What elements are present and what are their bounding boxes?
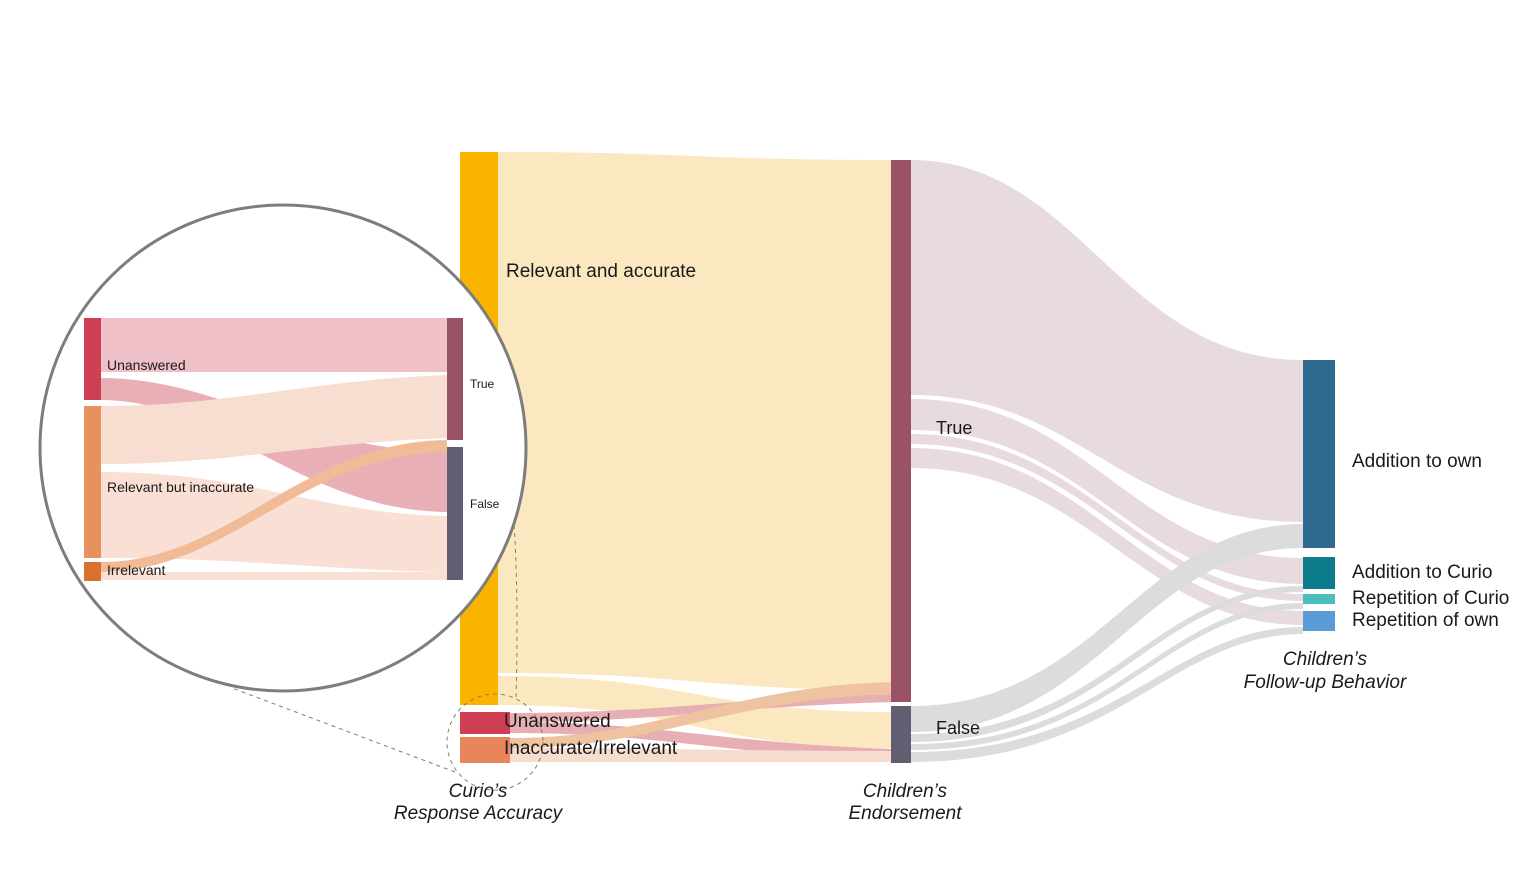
inset-label-relevant-but-inaccurate: Relevant but inaccurate xyxy=(107,479,254,495)
label-addition-to-own: Addition to own xyxy=(1352,451,1482,472)
link-false-to-addition-own xyxy=(911,524,1303,732)
caption-middle-line1: Children’s xyxy=(863,781,948,802)
inset-node-true[interactable] xyxy=(447,318,463,440)
label-repetition-of-curio: Repetition of Curio xyxy=(1352,588,1509,609)
inset-magnifier: Unanswered Relevant but inaccurate Irrel… xyxy=(38,203,528,693)
label-endorsement-false: False xyxy=(936,718,980,738)
inset-link-irrelevant-to-false xyxy=(101,572,447,580)
node-repetition-of-curio[interactable] xyxy=(1303,594,1335,604)
inset-label-irrelevant: Irrelevant xyxy=(107,562,165,578)
magnifier-ring xyxy=(38,203,528,693)
inset-label-true: True xyxy=(470,377,495,391)
link-relevant-accurate-to-true xyxy=(498,152,893,690)
main-node-labels: Relevant and accurate Unanswered Inaccur… xyxy=(504,261,1509,759)
inset-link-irrelevant-to-true xyxy=(101,440,447,572)
magnifier-source-circle xyxy=(446,693,544,791)
node-addition-to-curio[interactable] xyxy=(1303,557,1335,589)
label-legend-unanswered: Unanswered xyxy=(504,711,611,732)
link-inaccurate-to-false xyxy=(510,748,893,762)
caption-right-line1: Children’s xyxy=(1283,649,1368,670)
inset-labels: Unanswered Relevant but inaccurate Irrel… xyxy=(107,357,500,578)
main-links xyxy=(498,152,1303,762)
inset-label-false: False xyxy=(470,497,500,511)
node-repetition-of-own[interactable] xyxy=(1303,611,1335,631)
caption-left-line2: Response Accuracy xyxy=(394,803,564,824)
caption-right-line2: Follow-up Behavior xyxy=(1244,672,1407,693)
inset-node-irrelevant[interactable] xyxy=(84,562,101,581)
label-addition-to-curio: Addition to Curio xyxy=(1352,562,1492,583)
label-legend-inaccurate-irrelevant: Inaccurate/Irrelevant xyxy=(504,738,678,759)
node-unanswered[interactable] xyxy=(460,712,510,734)
inset-label-unanswered: Unanswered xyxy=(107,357,186,373)
inset-node-unanswered[interactable] xyxy=(84,318,101,400)
magnifier-leader-bottom xyxy=(231,687,456,773)
link-true-to-repetition-own xyxy=(911,448,1303,625)
inset-nodes xyxy=(84,318,463,581)
node-endorsement-true[interactable] xyxy=(891,160,911,702)
label-relevant-and-accurate: Relevant and accurate xyxy=(506,261,696,282)
link-true-to-addition-curio xyxy=(911,399,1303,584)
inset-links xyxy=(101,318,447,580)
label-endorsement-true: True xyxy=(936,418,972,438)
node-inaccurate-irrelevant[interactable] xyxy=(460,737,510,763)
caption-middle-line2: Endorsement xyxy=(848,803,962,824)
link-true-to-addition-own xyxy=(911,160,1303,522)
inset-link-relevant-inaccurate-to-true xyxy=(101,375,447,464)
label-repetition-of-own: Repetition of own xyxy=(1352,610,1499,631)
inset-node-relevant-but-inaccurate[interactable] xyxy=(84,406,101,558)
node-endorsement-false[interactable] xyxy=(891,706,911,763)
stage-captions: Curio’s Response Accuracy Children’s End… xyxy=(394,649,1407,824)
inset-link-unanswered-to-true xyxy=(101,318,447,372)
inset-node-false[interactable] xyxy=(447,447,463,580)
link-true-to-repetition-curio xyxy=(911,434,1303,601)
link-inaccurate-to-true xyxy=(510,682,893,748)
node-addition-to-own[interactable] xyxy=(1303,360,1335,548)
caption-left-line1: Curio’s xyxy=(449,781,508,802)
